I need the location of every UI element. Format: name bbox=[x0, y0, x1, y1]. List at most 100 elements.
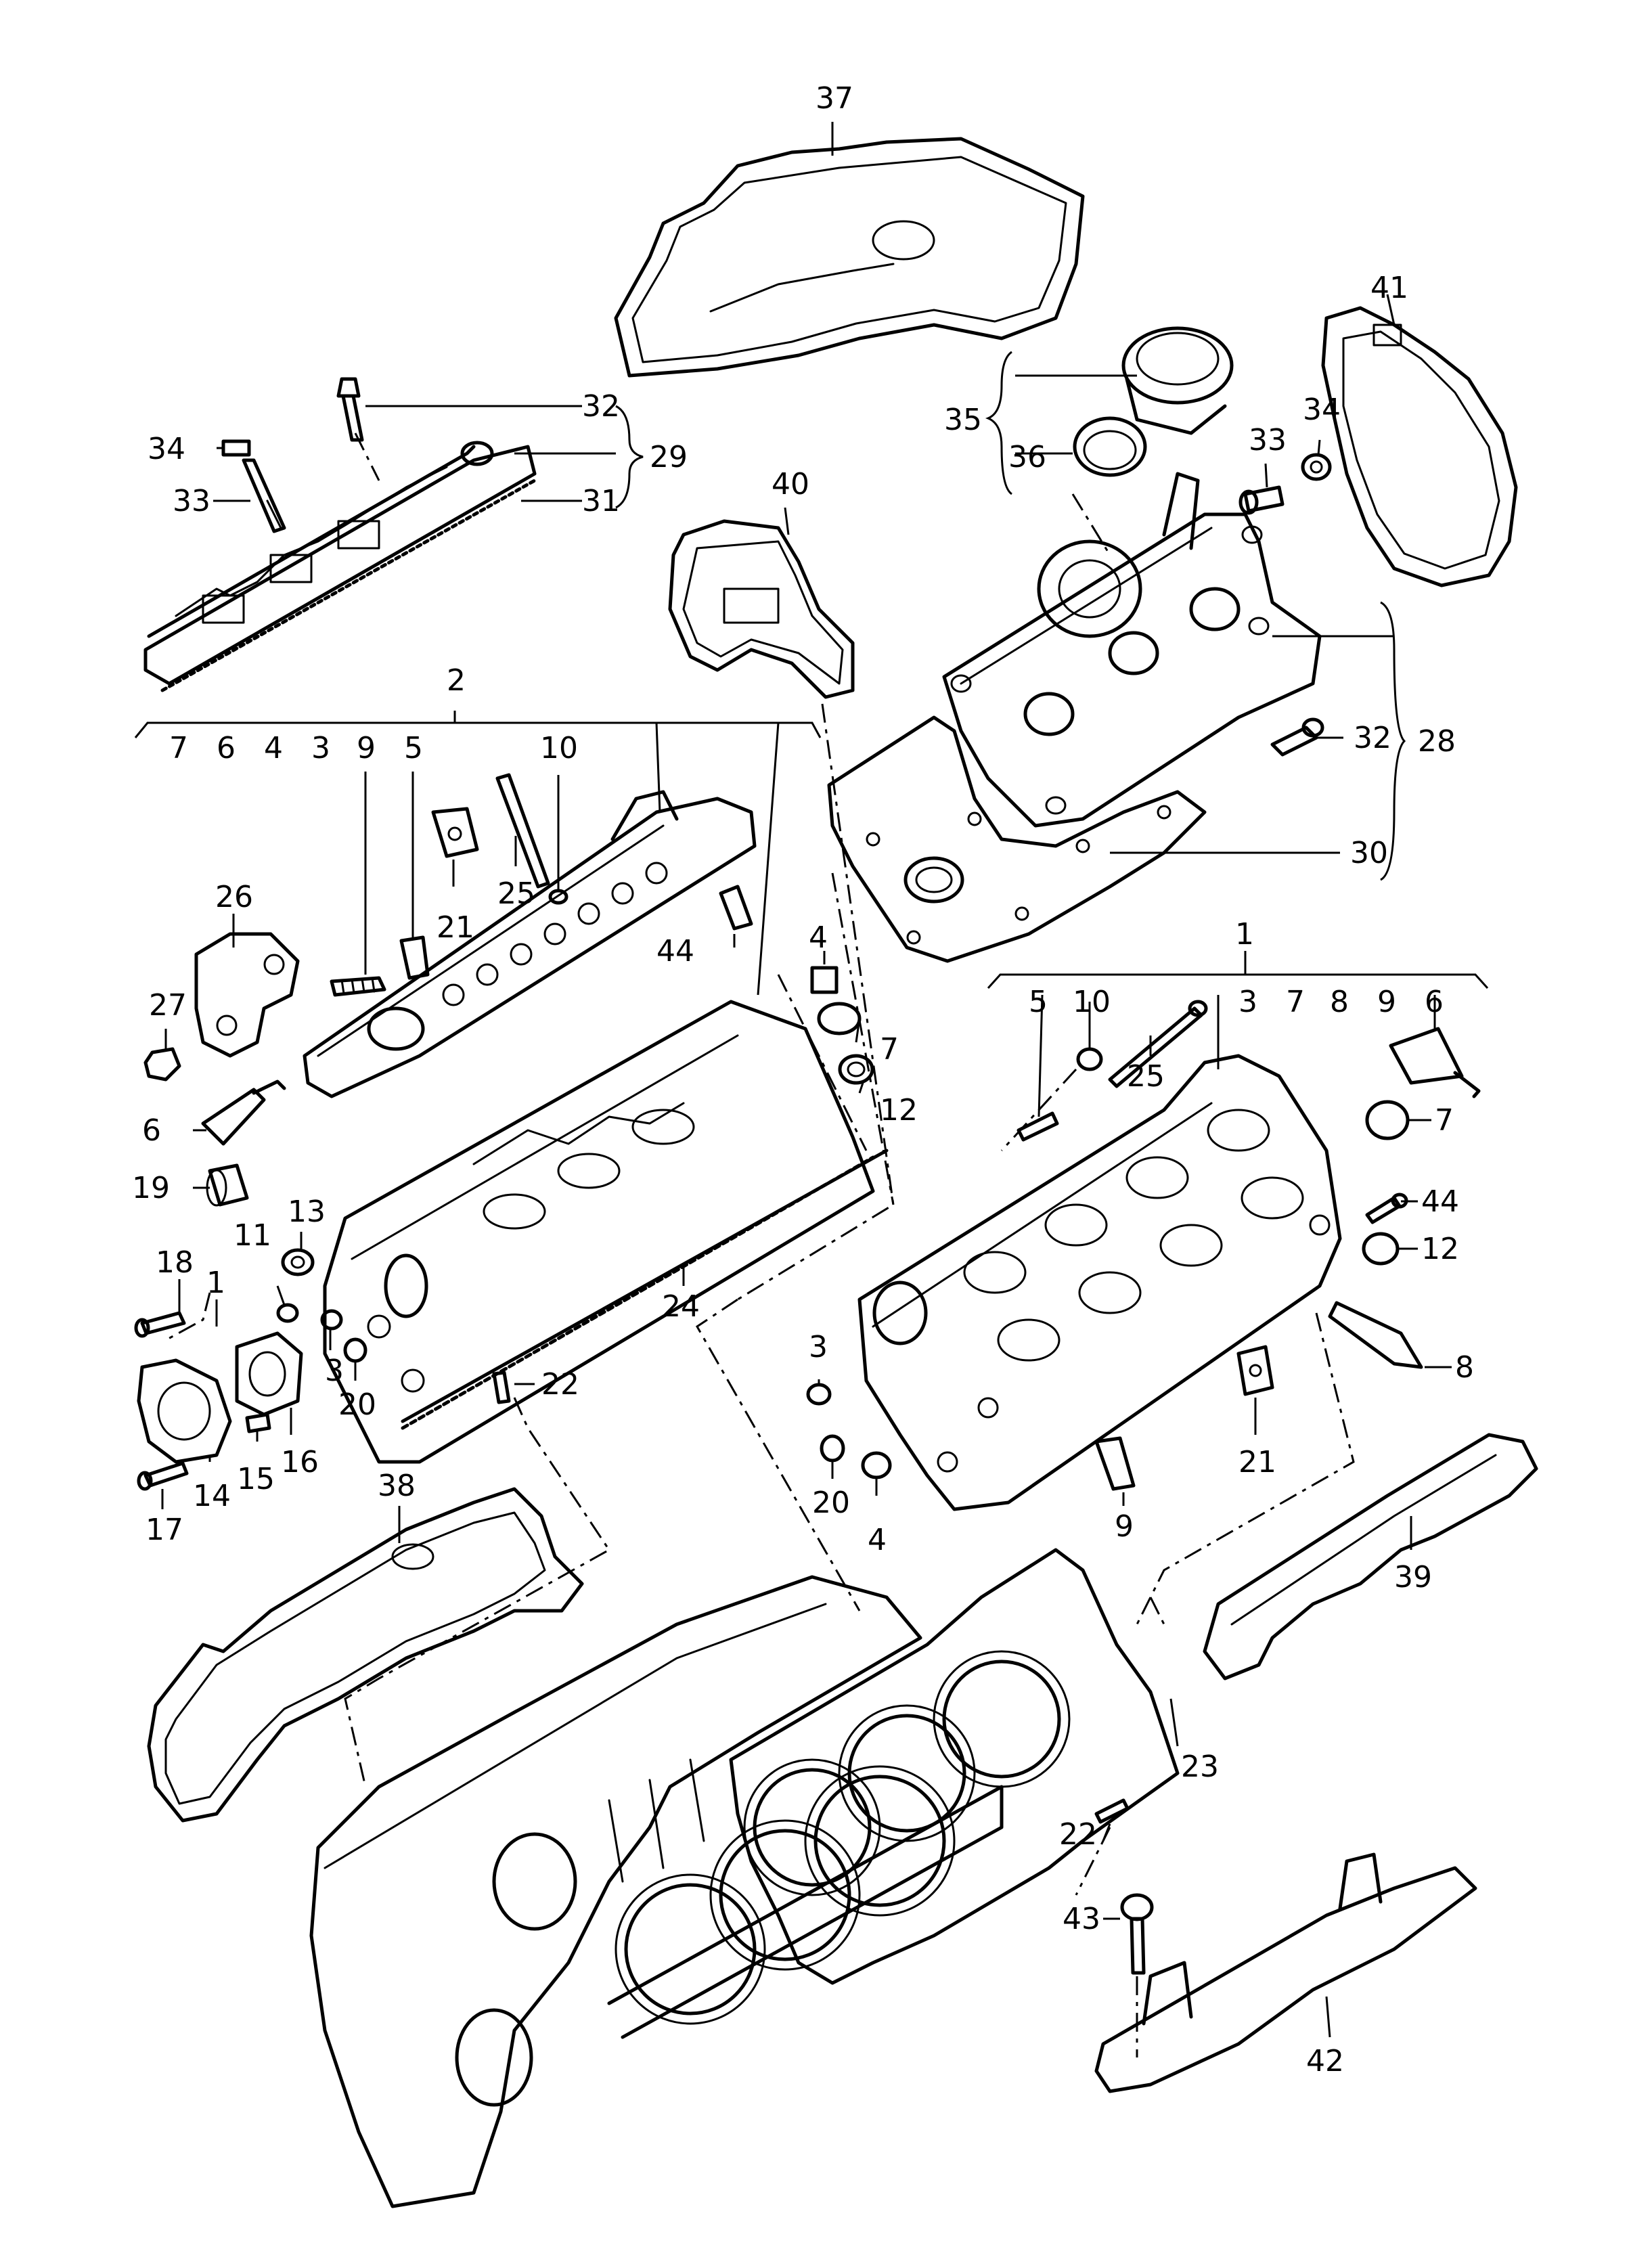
label-22: 22 bbox=[1059, 1817, 1097, 1852]
part-14-housing bbox=[137, 1358, 232, 1464]
part-35-oil-filler-cap bbox=[1121, 326, 1234, 435]
label-39: 39 bbox=[1394, 1560, 1432, 1595]
label-21: 21 bbox=[437, 910, 474, 945]
part-37-cover-gasket bbox=[614, 137, 1085, 378]
label-18: 18 bbox=[156, 1245, 194, 1280]
part-41-cover bbox=[1321, 306, 1518, 587]
label-31: 31 bbox=[582, 484, 620, 518]
label-27: 27 bbox=[149, 988, 187, 1023]
part-5-bolt-right bbox=[1017, 1111, 1059, 1142]
label-13: 13 bbox=[288, 1195, 326, 1229]
label-5: 5 bbox=[404, 731, 423, 765]
part-13-washer bbox=[281, 1248, 315, 1276]
part-21-plate-left bbox=[431, 807, 479, 858]
label-17: 17 bbox=[146, 1513, 183, 1547]
label-6: 6 bbox=[142, 1113, 161, 1148]
label-44: 44 bbox=[1421, 1184, 1459, 1219]
part-39-manifold-gasket-right bbox=[1203, 1433, 1538, 1680]
label-29: 29 bbox=[650, 440, 688, 474]
label-15: 15 bbox=[237, 1462, 275, 1496]
label-33: 33 bbox=[173, 484, 210, 518]
part-22-pin-right bbox=[1094, 1798, 1130, 1824]
label-41: 41 bbox=[1370, 271, 1408, 305]
part-36-seal-ring bbox=[1073, 416, 1147, 477]
label-6: 6 bbox=[1425, 985, 1444, 1019]
label-23: 23 bbox=[1181, 1750, 1219, 1784]
label-16: 16 bbox=[281, 1445, 319, 1479]
label-9: 9 bbox=[1115, 1509, 1134, 1544]
part-21-plate-right bbox=[1236, 1345, 1274, 1396]
label-38: 38 bbox=[378, 1469, 416, 1503]
label-34: 34 bbox=[148, 432, 185, 466]
label-4: 4 bbox=[809, 920, 828, 955]
part-number-labels: 37 41 32 29 34 33 31 35 36 33 34 40 32 2… bbox=[132, 81, 1474, 2078]
part-20-valve-left bbox=[343, 1337, 367, 1363]
part-11-sleeve bbox=[276, 1303, 299, 1323]
part-18-bolt bbox=[134, 1311, 186, 1338]
label-36: 36 bbox=[1008, 440, 1046, 474]
part-12-plug-left bbox=[838, 1054, 874, 1085]
label-44: 44 bbox=[656, 934, 694, 968]
label-3: 3 bbox=[1238, 985, 1257, 1019]
label-25: 25 bbox=[497, 876, 535, 911]
part-6-sealant-tube-left bbox=[201, 1079, 286, 1146]
part-28-cylinder-head-cover-right bbox=[942, 472, 1322, 828]
part-15-pin bbox=[245, 1412, 271, 1433]
label-21: 21 bbox=[1238, 1445, 1276, 1479]
leader-lines bbox=[134, 122, 1489, 2038]
label-12: 12 bbox=[880, 1093, 918, 1128]
part-19-bushing bbox=[206, 1163, 249, 1207]
part-2-camshaft-housing-left bbox=[303, 790, 757, 1098]
label-14: 14 bbox=[193, 1479, 231, 1513]
part-43-bolt bbox=[1120, 1893, 1154, 1975]
label-7: 7 bbox=[880, 1032, 899, 1067]
label-12: 12 bbox=[1421, 1232, 1459, 1266]
label-8: 8 bbox=[1330, 985, 1349, 1019]
label-5: 5 bbox=[1029, 985, 1048, 1019]
part-5-bolt-left bbox=[399, 935, 430, 980]
part-25-bolt-left bbox=[495, 773, 550, 889]
part-20-valve-right bbox=[820, 1434, 845, 1463]
part-17-bolt bbox=[137, 1461, 189, 1491]
label-30: 30 bbox=[1350, 836, 1388, 870]
part-33-stud-left bbox=[242, 458, 286, 533]
label-9: 9 bbox=[1377, 985, 1396, 1019]
part-44-bolt-right bbox=[1365, 1193, 1408, 1224]
part-3-valve-left bbox=[320, 1309, 343, 1331]
part-10-washer-right bbox=[1076, 1047, 1103, 1071]
part-27-nut bbox=[143, 1047, 181, 1082]
part-6-sealant-tube-right bbox=[1389, 1027, 1481, 1098]
label-10: 10 bbox=[540, 731, 578, 765]
part-34-nut-right bbox=[1301, 453, 1332, 481]
label-9: 9 bbox=[357, 731, 376, 765]
part-24-head-gasket-strip bbox=[401, 1149, 889, 1423]
label-20: 20 bbox=[812, 1486, 850, 1520]
label-40: 40 bbox=[772, 467, 809, 502]
label-42: 42 bbox=[1306, 2044, 1344, 2078]
label-24: 24 bbox=[662, 1289, 700, 1324]
part-9-spring-left bbox=[330, 976, 386, 997]
part-10-washer-left bbox=[548, 889, 568, 905]
part-29-cylinder-head-cover bbox=[143, 441, 537, 692]
label-3: 3 bbox=[311, 731, 330, 765]
part-16-gasket bbox=[235, 1331, 303, 1417]
part-44-bolt-left bbox=[719, 885, 753, 931]
part-3-valve-right bbox=[806, 1383, 832, 1406]
part-34-nut-left bbox=[221, 439, 251, 457]
label-7: 7 bbox=[1435, 1103, 1454, 1138]
part-8-sealant-tube bbox=[1328, 1301, 1423, 1369]
label-33: 33 bbox=[1249, 423, 1287, 458]
label-20: 20 bbox=[338, 1387, 376, 1422]
part-1-cylinder-head-right bbox=[857, 1054, 1342, 1511]
label-7: 7 bbox=[169, 731, 188, 765]
label-25: 25 bbox=[1127, 1059, 1165, 1094]
part-7-ring-right bbox=[1365, 1100, 1410, 1140]
part-25-bolt-right bbox=[1108, 1000, 1208, 1088]
label-7: 7 bbox=[1286, 985, 1305, 1019]
part-7-ring-left bbox=[817, 1002, 862, 1036]
label-32: 32 bbox=[1354, 721, 1391, 755]
label-4: 4 bbox=[264, 731, 283, 765]
label-3: 3 bbox=[325, 1354, 344, 1388]
label-32: 32 bbox=[582, 389, 620, 424]
